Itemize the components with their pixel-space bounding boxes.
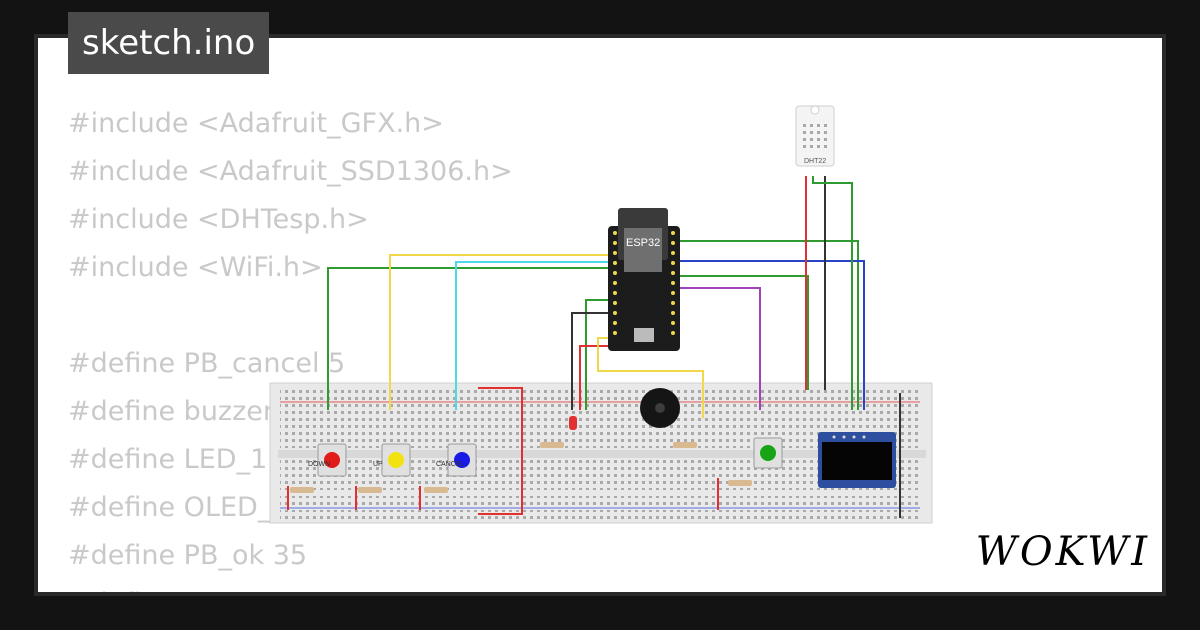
button-label-cancel: CANCEL	[436, 461, 465, 468]
circuit-diagram: ESP32	[269, 105, 933, 524]
push-button-down[interactable]: DOWN	[308, 443, 347, 477]
code-line: #define PB_ok 35	[68, 540, 308, 571]
code-line: #define PB_up 34	[68, 580, 513, 592]
buzzer	[640, 388, 680, 428]
push-button-up[interactable]: UP	[373, 443, 411, 477]
code-line: #include <Adafruit_SSD1306.h>	[68, 156, 513, 187]
push-button-ok[interactable]	[753, 437, 783, 469]
button-label-up: UP	[373, 461, 383, 468]
sketch-filename: sketch.ino	[68, 12, 270, 74]
code-preview: #include <Adafruit_GFX.h> #include <Adafr…	[68, 100, 513, 592]
wires	[287, 176, 901, 518]
code-line: #include <WiFi.h>	[68, 252, 323, 283]
button-label-down: DOWN	[308, 461, 330, 468]
esp32-label: ESP32	[626, 237, 660, 249]
dht22-sensor: DHT22	[795, 105, 835, 167]
resistors	[290, 442, 752, 493]
oled-display	[818, 432, 896, 488]
dht22-label: DHT22	[804, 158, 826, 165]
push-button-cancel[interactable]: CANCEL	[436, 443, 477, 477]
code-line: #include <Adafruit_GFX.h>	[68, 108, 444, 139]
code-line: #define PB_cancel 5	[68, 348, 346, 379]
led-red	[569, 416, 577, 430]
code-line: #include <DHTesp.h>	[68, 204, 369, 235]
preview-card: #include <Adafruit_GFX.h> #include <Adafr…	[38, 38, 1162, 592]
wokwi-logo: WOKWI	[975, 529, 1150, 575]
esp32-board: ESP32	[608, 208, 680, 351]
